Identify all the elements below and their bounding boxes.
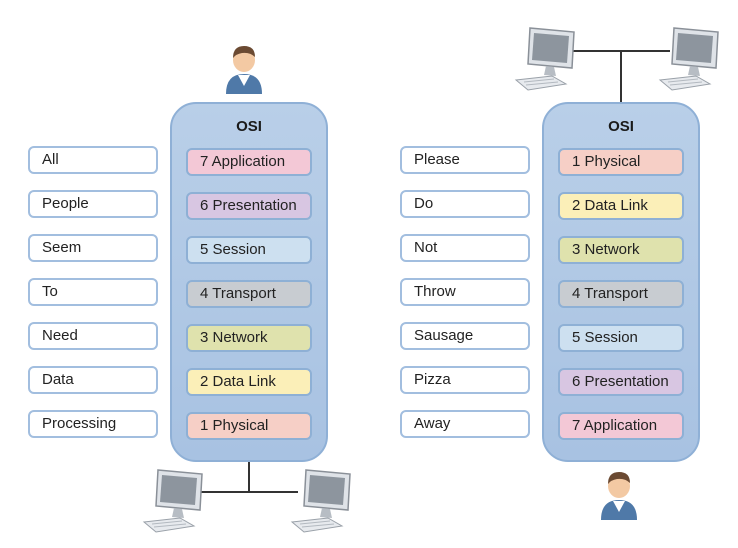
right-mnemonic-1: Please <box>400 146 530 174</box>
left-layer-5: 3 Network <box>186 324 312 352</box>
right-mnemonic-3: Not <box>400 234 530 262</box>
right-layer-2: 2 Data Link <box>558 192 684 220</box>
left-layer-7: 1 Physical <box>186 412 312 440</box>
right-layer-6: 6 Presentation <box>558 368 684 396</box>
left-mnemonic-5: Need <box>28 322 158 350</box>
left-layer-2: 6 Presentation <box>186 192 312 220</box>
right-layer-7: 7 Application <box>558 412 684 440</box>
user-icon <box>601 472 637 520</box>
left-mnemonic-4: To <box>28 278 158 306</box>
desktop-computer-icon <box>142 469 203 533</box>
right-mnemonic-2: Do <box>400 190 530 218</box>
left-layer-4: 4 Transport <box>186 280 312 308</box>
left-network-bus <box>200 491 298 493</box>
left-mnemonic-3: Seem <box>28 234 158 262</box>
right-layer-4: 4 Transport <box>558 280 684 308</box>
left-mnemonic-6: Data <box>28 366 158 394</box>
right-mnemonic-6: Pizza <box>400 366 530 394</box>
left-network-stem <box>248 462 250 492</box>
left-layer-1: 7 Application <box>186 148 312 176</box>
left-mnemonic-7: Processing <box>28 410 158 438</box>
desktop-computer-icon <box>514 27 575 91</box>
left-mnemonic-1: All <box>28 146 158 174</box>
right-mnemonic-7: Away <box>400 410 530 438</box>
left-osi-panel: OSI 7 Application 6 Presentation 5 Sessi… <box>170 102 328 462</box>
desktop-computer-icon <box>658 27 719 91</box>
left-osi-title: OSI <box>236 118 262 135</box>
right-mnemonic-5: Sausage <box>400 322 530 350</box>
right-network-bus <box>572 50 670 52</box>
right-network-stem <box>620 50 622 102</box>
right-layer-3: 3 Network <box>558 236 684 264</box>
right-osi-panel: OSI 1 Physical 2 Data Link 3 Network 4 T… <box>542 102 700 462</box>
right-layer-1: 1 Physical <box>558 148 684 176</box>
left-layer-6: 2 Data Link <box>186 368 312 396</box>
left-layer-3: 5 Session <box>186 236 312 264</box>
right-layer-5: 5 Session <box>558 324 684 352</box>
right-osi-title: OSI <box>608 118 634 135</box>
left-mnemonic-2: People <box>28 190 158 218</box>
user-icon <box>226 46 262 94</box>
desktop-computer-icon <box>290 469 351 533</box>
right-mnemonic-4: Throw <box>400 278 530 306</box>
